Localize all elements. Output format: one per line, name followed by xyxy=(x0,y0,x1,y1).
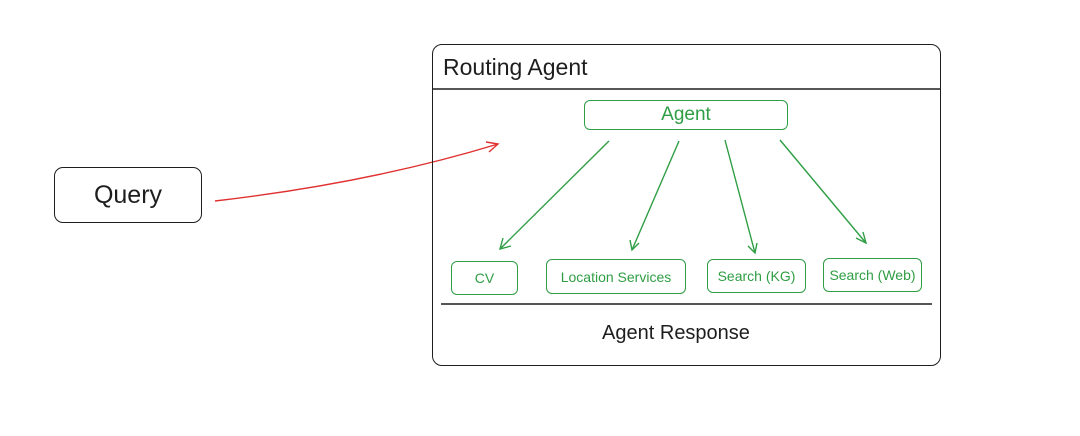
routing-agent-container xyxy=(432,44,941,366)
query-arrow-head xyxy=(485,141,500,153)
arrow-head-location xyxy=(629,239,640,252)
arrow-agent-to-search-kg xyxy=(724,139,756,254)
agent-node: Agent xyxy=(584,100,788,130)
query-node: Query xyxy=(54,167,202,223)
arrow-agent-to-cv xyxy=(499,140,610,250)
arrow-agent-to-search-web xyxy=(779,139,867,244)
arrow-head-cv xyxy=(499,237,512,250)
arrow-head-search-kg xyxy=(747,242,758,255)
arrow-head-search-web xyxy=(855,231,868,245)
agent-response-label: Agent Response xyxy=(602,322,750,344)
tool-node-location-services: Location Services xyxy=(546,259,686,294)
routing-agent-title: Routing Agent xyxy=(443,54,588,80)
tool-node-search-kg: Search (KG) xyxy=(707,259,806,293)
tool-node-cv: CV xyxy=(451,261,518,295)
tool-node-search-web: Search (Web) xyxy=(823,258,922,292)
arrow-agent-to-location xyxy=(631,140,680,251)
query-arrow xyxy=(214,143,499,202)
